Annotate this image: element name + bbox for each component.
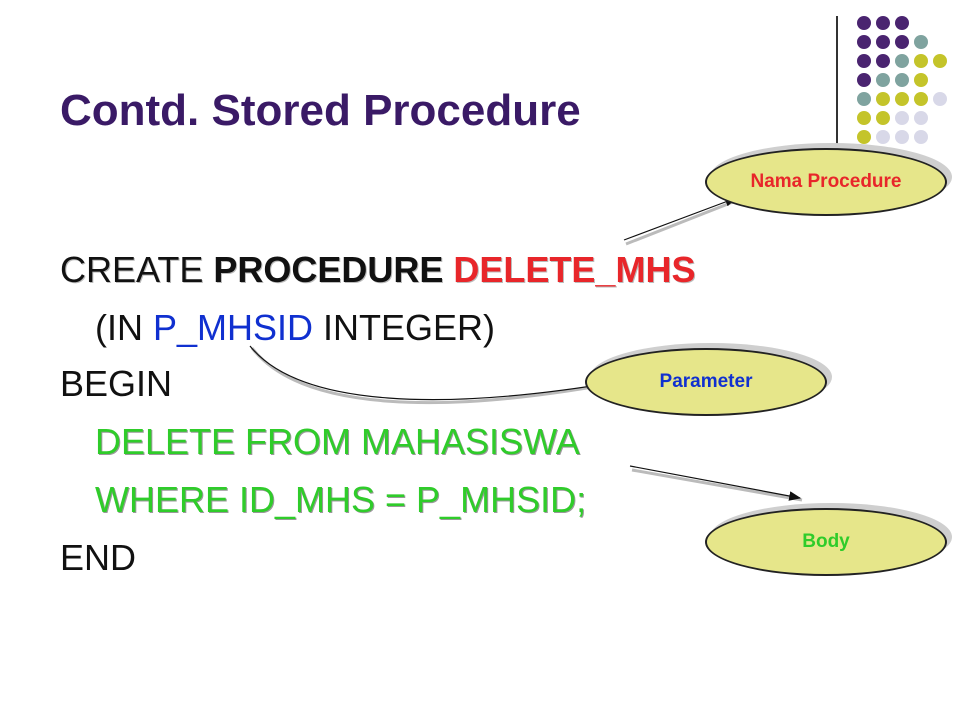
decor-dot [857,73,871,87]
callout-parameter-label: Parameter [659,371,753,392]
callout-nama-procedure-label: Nama Procedure [750,171,902,192]
keyword-procedure: PROCEDURE [213,249,444,290]
decor-dot [914,111,928,125]
callout-nama-procedure: Nama Procedure [705,148,947,216]
arrow-shadow [631,468,803,502]
decor-dot [876,73,890,87]
decor-dot [895,111,909,125]
callout-parameter: Parameter [585,348,827,416]
code-line-begin: BEGIN [60,363,173,404]
callout-body: Body [705,508,947,576]
decor-dot [857,35,871,49]
code-line-params: (IN P_MHSID INTEGER) [95,310,495,346]
decor-dot [857,54,871,68]
code-line-delete: DELETE FROM MAHASISWA [95,421,580,462]
param-name: P_MHSID [153,307,314,348]
params-open: (IN [95,307,153,348]
decor-dot [857,130,871,144]
decor-dot [933,54,947,68]
params-rest: INTEGER) [313,307,496,348]
decor-dot [857,111,871,125]
decor-dot [933,92,947,106]
decor-dot [876,54,890,68]
arrow-shadow [625,198,739,246]
decor-dot [857,92,871,106]
slide-title: Contd. Stored Procedure [60,86,581,135]
procedure-name: DELETE_MHS [453,249,696,290]
decor-dot [876,35,890,49]
code-line-where: WHERE ID_MHS = P_MHSID; [95,479,587,520]
code-line-end: END [60,537,137,578]
decor-dot [895,54,909,68]
decor-dot [895,92,909,106]
code-line-create: CREATE PROCEDURE DELETE_MHS [60,252,695,288]
decor-dot [914,35,928,49]
callout-body-label: Body [802,531,850,552]
arrow-to-body-callout [629,465,802,501]
decor-dot [876,130,890,144]
decor-dot [914,92,928,106]
arrow-to-name-callout [623,197,738,241]
decor-dot [895,130,909,144]
decor-dot [914,130,928,144]
decor-dot [895,16,909,30]
decor-dot [876,111,890,125]
decor-dot [895,73,909,87]
decor-dot [895,35,909,49]
arrow-to-parameter-callout [249,345,642,401]
decor-dot [876,16,890,30]
divider-line [836,16,838,146]
arrow-shadow [250,347,643,405]
decor-dot [857,16,871,30]
decor-dot [914,54,928,68]
decor-dot [876,92,890,106]
decor-dot [914,73,928,87]
keyword-create: CREATE [60,249,204,290]
